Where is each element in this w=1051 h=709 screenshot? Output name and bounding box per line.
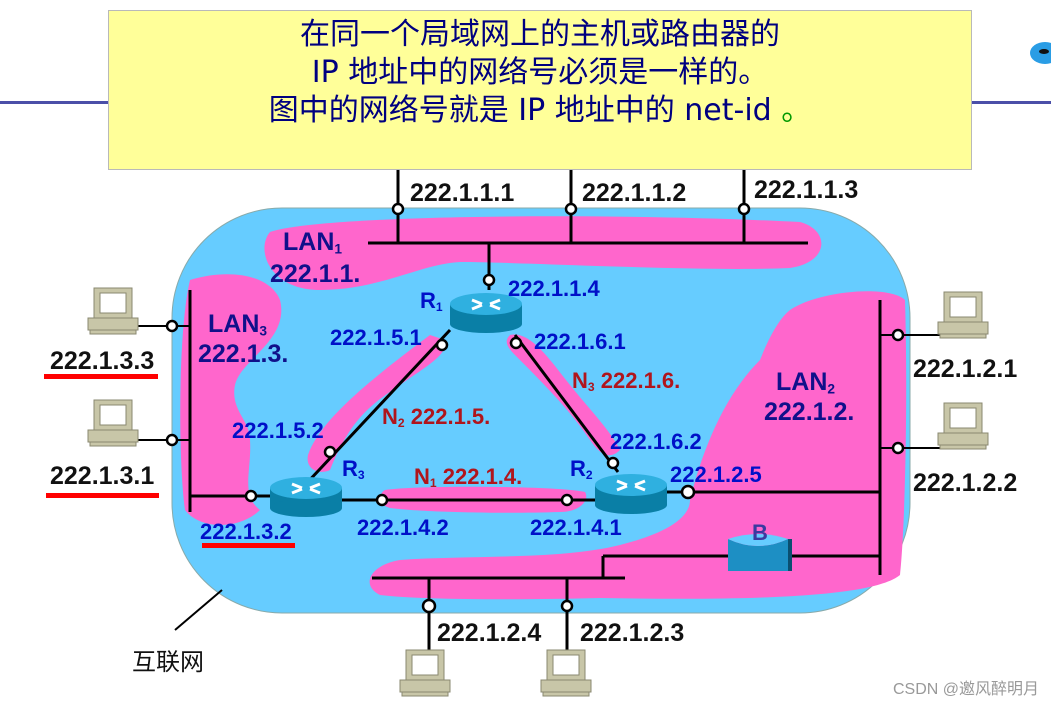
router-if: 222.1.5.1 bbox=[330, 325, 422, 350]
router-if: 222.1.1.4 bbox=[508, 276, 600, 301]
lan1-highlight bbox=[264, 216, 822, 290]
callout-line-3: 图中的网络号就是 IP 地址中的 net-id 。 bbox=[268, 93, 812, 128]
callout-line-2: IP 地址中的网络号必须是一样的。 bbox=[311, 55, 769, 90]
router-if: 222.1.6.2 bbox=[610, 429, 702, 454]
host-addr: 222.1.1.2 bbox=[582, 179, 687, 207]
router-r3-name: R3 bbox=[342, 456, 365, 483]
lan2-net: 222.1.2. bbox=[764, 398, 855, 426]
lan3-highlight bbox=[180, 274, 282, 525]
internet-label: 互联网 bbox=[132, 648, 204, 676]
lan1-name: LAN1 bbox=[283, 228, 343, 257]
host-addr: 222.1.1.1 bbox=[410, 179, 515, 207]
underline bbox=[44, 374, 158, 379]
router-if: 222.1.2.5 bbox=[670, 462, 762, 487]
link-n1: N1 222.1.4. bbox=[414, 464, 523, 491]
lan1-net: 222.1.1. bbox=[270, 260, 361, 288]
callout-line-1: 在同一个局域网上的主机或路由器的 bbox=[300, 17, 780, 52]
watermark: CSDN @邀风醉明月 bbox=[892, 681, 1039, 698]
host-addr: 222.1.3.3 bbox=[50, 347, 155, 375]
router-icons bbox=[270, 293, 667, 517]
explanation-callout: 在同一个局域网上的主机或路由器的 IP 地址中的网络号必须是一样的。 图中的网络… bbox=[108, 10, 972, 170]
n2-highlight bbox=[307, 335, 446, 472]
router-r2-name: R2 bbox=[570, 456, 593, 483]
router-r1-name: R1 bbox=[420, 288, 443, 315]
computer-icons bbox=[87, 287, 989, 697]
router-if: 222.1.4.2 bbox=[357, 515, 449, 540]
host-addr: 222.1.2.3 bbox=[580, 619, 685, 647]
host-addr: 222.1.2.2 bbox=[913, 469, 1018, 497]
bridge-label: B bbox=[752, 520, 768, 545]
router-if: 222.1.5.2 bbox=[232, 418, 324, 443]
host-addr: 222.1.2.4 bbox=[437, 619, 542, 647]
router-if: 222.1.4.1 bbox=[530, 515, 622, 540]
host-addr: 222.1.2.1 bbox=[913, 355, 1018, 383]
n3-highlight bbox=[506, 334, 620, 456]
router-if: 222.1.3.2 bbox=[200, 519, 292, 544]
link-n3: N3 222.1.6. bbox=[572, 368, 681, 395]
bridge-icon bbox=[728, 534, 792, 571]
router-if: 222.1.6.1 bbox=[534, 329, 626, 354]
lan2-highlight bbox=[369, 291, 907, 600]
host-addr: 222.1.1.3 bbox=[754, 176, 859, 204]
host-addr: 222.1.3.1 bbox=[50, 462, 155, 490]
underline bbox=[202, 543, 295, 548]
logo-icon bbox=[1030, 42, 1051, 64]
underline bbox=[46, 493, 159, 498]
lan2-name: LAN2 bbox=[776, 368, 836, 397]
link-n2: N2 222.1.5. bbox=[382, 404, 491, 431]
lan3-net: 222.1.3. bbox=[198, 340, 289, 368]
lan3-name: LAN3 bbox=[208, 310, 268, 339]
